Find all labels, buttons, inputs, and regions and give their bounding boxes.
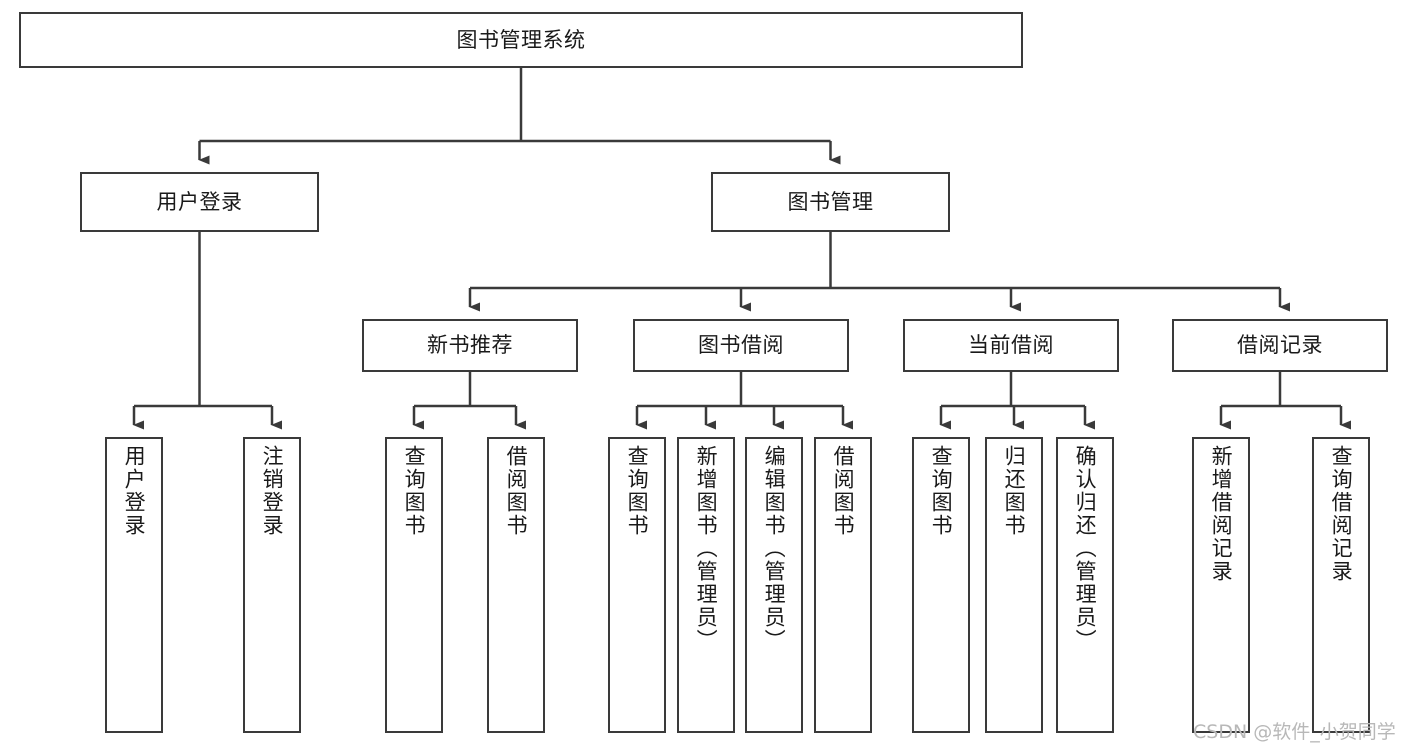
- node-bookmgmt[interactable]: 图书管理: [711, 172, 950, 232]
- node-l_b1[interactable]: 借阅图书: [487, 437, 545, 733]
- node-label: 图书借阅: [698, 333, 784, 358]
- node-l_login[interactable]: 用户登录: [105, 437, 163, 733]
- node-l_qrec[interactable]: 查询借阅记录: [1312, 437, 1370, 733]
- node-label: 图书管理系统: [456, 27, 586, 52]
- node-l_q1[interactable]: 查询图书: [385, 437, 443, 733]
- node-l_addrec[interactable]: 新增借阅记录: [1192, 437, 1250, 733]
- node-label: 注销登录: [260, 445, 285, 537]
- node-login[interactable]: 用户登录: [80, 172, 319, 232]
- node-current[interactable]: 当前借阅: [903, 319, 1119, 372]
- node-l_q3[interactable]: 查询图书: [912, 437, 970, 733]
- node-label: 用户登录: [156, 189, 243, 214]
- node-label: 新增图书（管理员）: [694, 445, 719, 652]
- node-l_edit[interactable]: 编辑图书（管理员）: [745, 437, 803, 733]
- node-label: 借阅图书: [831, 445, 856, 537]
- node-label: 查询图书: [402, 445, 427, 537]
- node-label: 归还图书: [1002, 445, 1027, 537]
- node-label: 新书推荐: [427, 333, 513, 358]
- node-l_logout[interactable]: 注销登录: [243, 437, 301, 733]
- node-label: 当前借阅: [968, 333, 1054, 358]
- csdn-watermark: CSDN @软件_小贺同学: [1193, 721, 1396, 743]
- node-records[interactable]: 借阅记录: [1172, 319, 1388, 372]
- node-label: 借阅图书: [504, 445, 529, 537]
- node-l_q2[interactable]: 查询图书: [608, 437, 666, 733]
- node-newbook[interactable]: 新书推荐: [362, 319, 578, 372]
- node-label: 用户登录: [122, 445, 147, 537]
- node-label: 查询图书: [929, 445, 954, 537]
- node-label: 确认归还（管理员）: [1073, 445, 1098, 652]
- node-label: 查询借阅记录: [1329, 445, 1354, 583]
- node-l_confirm[interactable]: 确认归还（管理员）: [1056, 437, 1114, 733]
- node-label: 查询图书: [625, 445, 650, 537]
- node-label: 借阅记录: [1237, 333, 1323, 358]
- node-label: 编辑图书（管理员）: [762, 445, 787, 652]
- node-label: 新增借阅记录: [1209, 445, 1234, 583]
- node-l_b2[interactable]: 借阅图书: [814, 437, 872, 733]
- node-l_add[interactable]: 新增图书（管理员）: [677, 437, 735, 733]
- node-root[interactable]: 图书管理系统: [19, 12, 1023, 68]
- node-l_ret[interactable]: 归还图书: [985, 437, 1043, 733]
- node-label: 图书管理: [787, 189, 874, 214]
- node-borrow[interactable]: 图书借阅: [633, 319, 849, 372]
